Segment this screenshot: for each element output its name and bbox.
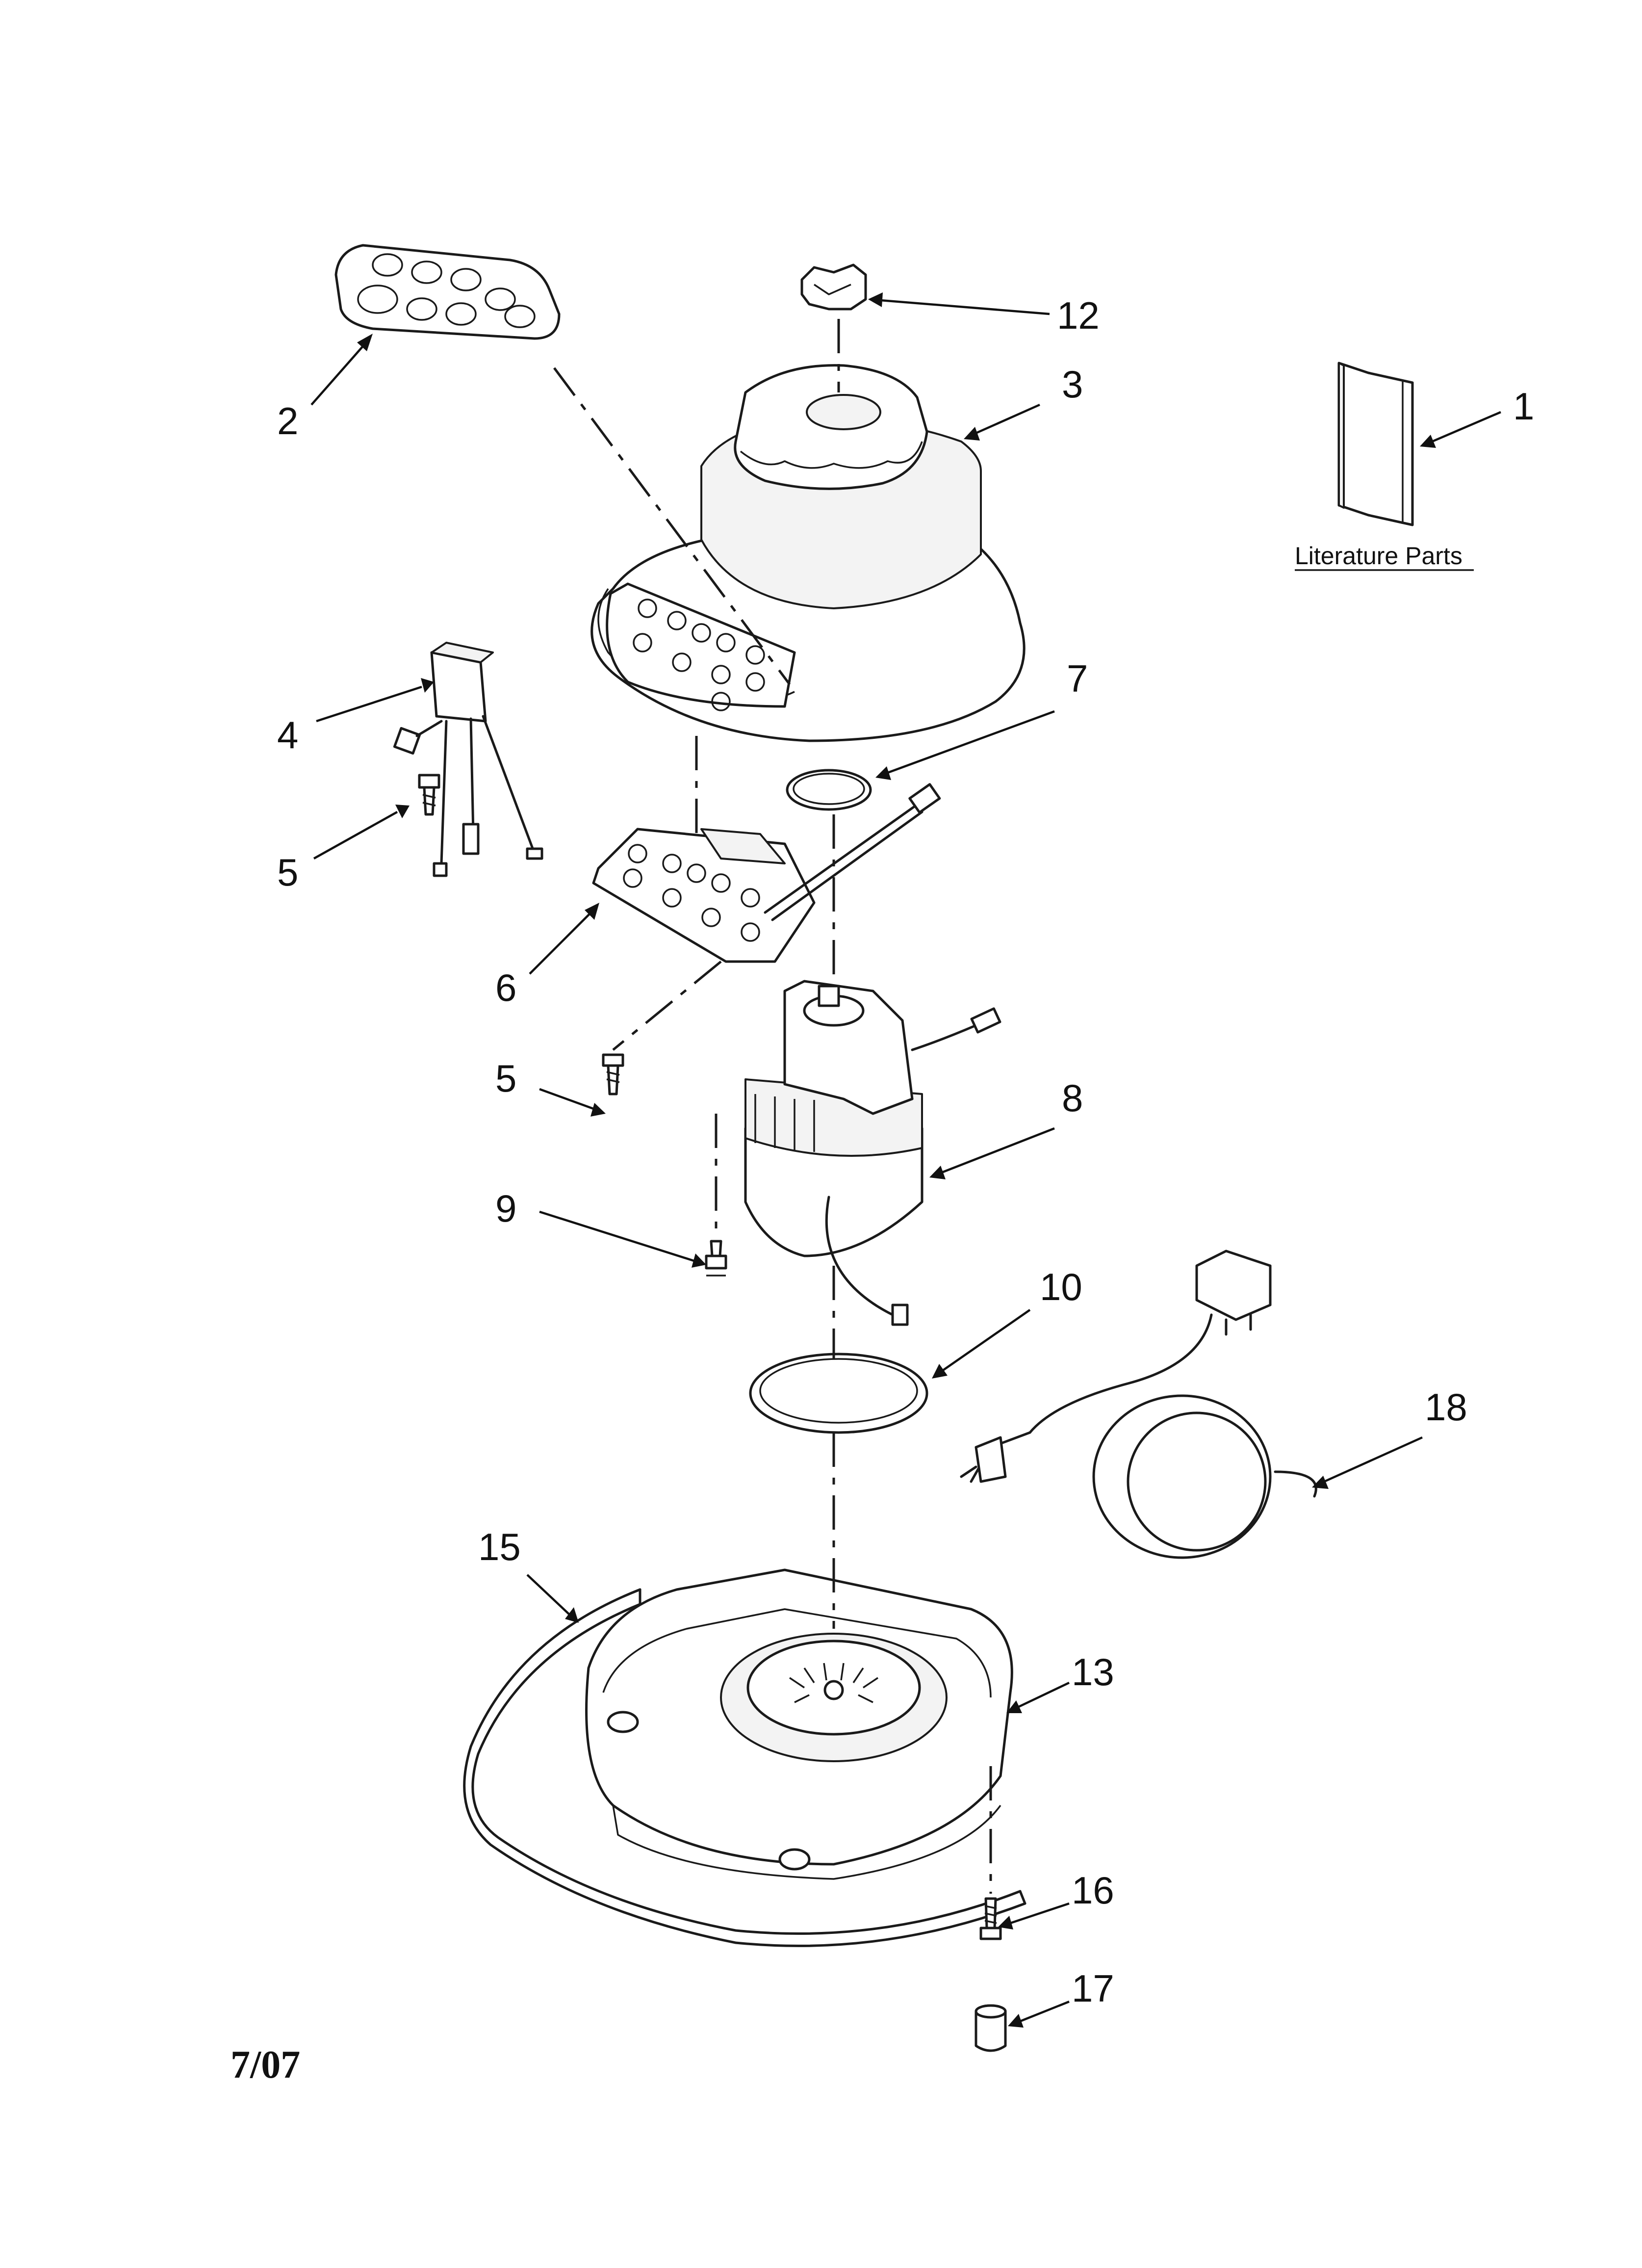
callout-5-lower: 5 bbox=[495, 1057, 516, 1100]
callout-5-upper: 5 bbox=[277, 851, 298, 894]
callout-12: 12 bbox=[1057, 294, 1100, 337]
callout-10: 10 bbox=[1040, 1265, 1082, 1308]
callout-3: 3 bbox=[1062, 363, 1083, 406]
callout-17: 17 bbox=[1072, 1967, 1114, 2010]
motor-screw bbox=[705, 1240, 727, 1277]
motor bbox=[744, 980, 1001, 1326]
callout-4: 4 bbox=[277, 713, 298, 756]
callout-6: 6 bbox=[495, 966, 516, 1009]
callout-9: 9 bbox=[495, 1187, 516, 1230]
assembly-lines bbox=[553, 319, 992, 1894]
literature-parts-label: Literature Parts bbox=[1295, 542, 1462, 570]
callout-2: 2 bbox=[277, 399, 298, 443]
keypad-overlay bbox=[334, 244, 561, 340]
drive-coupler bbox=[800, 263, 867, 311]
callout-1: 1 bbox=[1513, 385, 1534, 428]
base-housing bbox=[590, 364, 1026, 742]
resistor-assembly bbox=[393, 642, 543, 877]
control-board bbox=[592, 783, 941, 963]
control-buttons bbox=[633, 599, 765, 711]
callout-7: 7 bbox=[1067, 657, 1088, 700]
callout-18: 18 bbox=[1425, 1385, 1467, 1429]
gasket-large bbox=[749, 1353, 928, 1434]
base-plate bbox=[585, 1568, 1013, 1880]
rubber-foot bbox=[975, 2004, 1007, 2052]
callout-15: 15 bbox=[478, 1525, 521, 1568]
callout-16: 16 bbox=[1072, 1869, 1114, 1912]
power-cord bbox=[960, 1250, 1317, 1559]
date-code: 7/07 bbox=[231, 2043, 300, 2086]
gasket-small bbox=[786, 769, 872, 811]
callout-8: 8 bbox=[1062, 1076, 1083, 1120]
literature-parts-booklet bbox=[1337, 362, 1414, 526]
callout-13: 13 bbox=[1072, 1650, 1114, 1694]
leader-arrows bbox=[310, 292, 1501, 2028]
foot-screw bbox=[979, 1897, 1002, 1940]
foot-strip bbox=[463, 1588, 1026, 1947]
screw-upper bbox=[418, 774, 440, 816]
base-vent-slots bbox=[789, 1663, 878, 1703]
screw-lower bbox=[602, 1053, 624, 1095]
